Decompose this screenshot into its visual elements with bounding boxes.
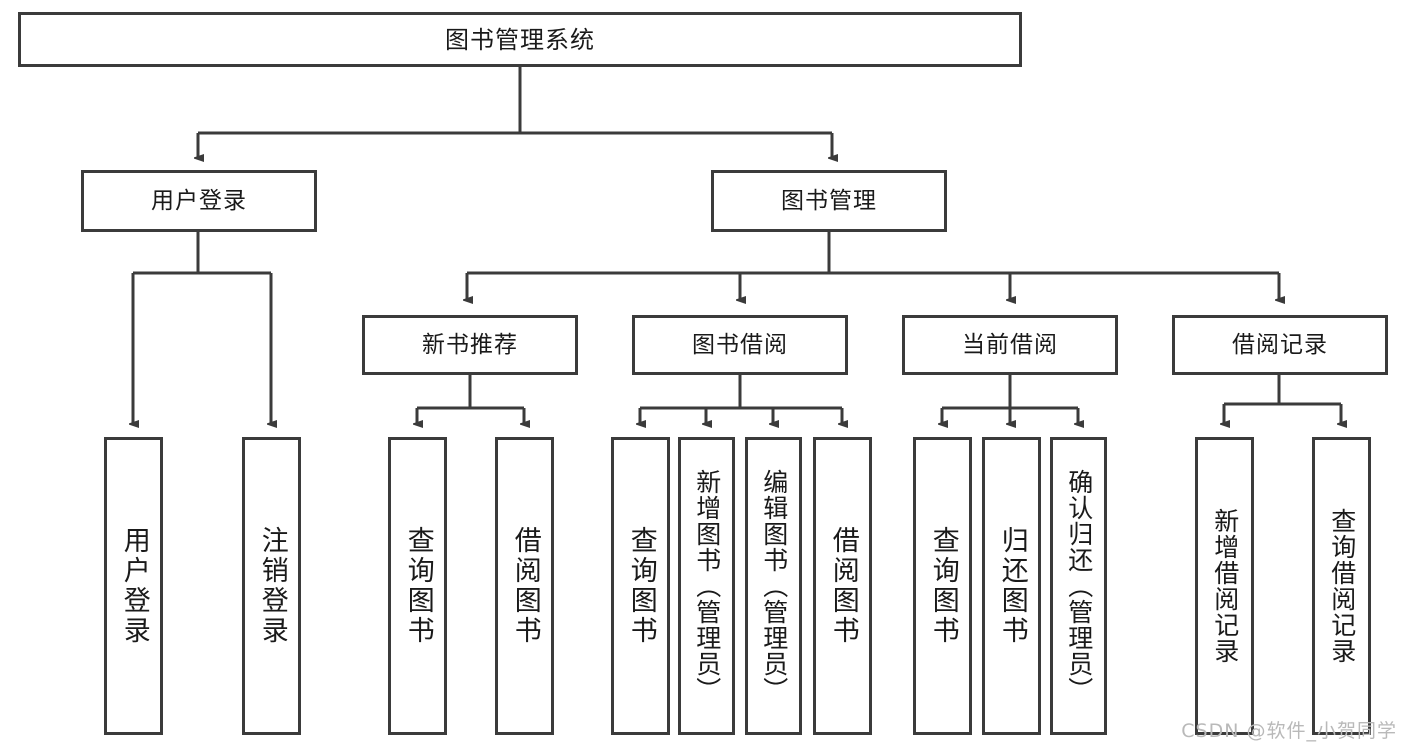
node-label: 归还图书 (996, 526, 1028, 646)
node-root-book-management-system[interactable]: 图书管理系统 (18, 12, 1022, 67)
node-label: 查询图书 (402, 526, 434, 646)
node-label: 借阅记录 (1232, 331, 1328, 358)
leaf-record-query-borrow-record[interactable]: 查询借阅记录 (1312, 437, 1371, 735)
leaf-user-login[interactable]: 用户登录 (104, 437, 163, 735)
node-label: 用户登录 (151, 187, 247, 214)
leaf-recommend-borrow-book[interactable]: 借阅图书 (495, 437, 554, 735)
node-user-login[interactable]: 用户登录 (81, 170, 317, 232)
node-label: 查询借阅记录 (1327, 508, 1357, 664)
node-label: 当前借阅 (962, 331, 1058, 358)
leaf-borrow-add-book-admin[interactable]: 新增图书（管理员） (678, 437, 735, 735)
node-label: 图书管理系统 (445, 25, 595, 54)
leaf-borrow-edit-book-admin[interactable]: 编辑图书（管理员） (745, 437, 802, 735)
node-label: 注销登录 (256, 526, 288, 646)
node-label: 查询图书 (625, 526, 657, 646)
node-current-borrow[interactable]: 当前借阅 (902, 315, 1118, 375)
node-label: 用户登录 (118, 526, 150, 646)
leaf-current-query-book[interactable]: 查询图书 (913, 437, 972, 735)
node-label: 查询图书 (927, 526, 959, 646)
watermark: CSDN @软件_小贺同学 (1181, 720, 1397, 742)
node-label: 借阅图书 (827, 526, 859, 646)
leaf-user-logout[interactable]: 注销登录 (242, 437, 301, 735)
node-book-borrow[interactable]: 图书借阅 (632, 315, 848, 375)
node-label: 借阅图书 (509, 526, 541, 646)
node-new-book-recommend[interactable]: 新书推荐 (362, 315, 578, 375)
node-label: 图书管理 (781, 187, 877, 214)
node-label: 确认归还（管理员） (1064, 469, 1094, 703)
node-label: 图书借阅 (692, 331, 788, 358)
node-borrow-record[interactable]: 借阅记录 (1172, 315, 1388, 375)
node-book-management[interactable]: 图书管理 (711, 170, 947, 232)
leaf-borrow-borrow-book[interactable]: 借阅图书 (813, 437, 872, 735)
node-label: 新增借阅记录 (1210, 508, 1240, 664)
leaf-borrow-query-book[interactable]: 查询图书 (611, 437, 670, 735)
leaf-record-add-borrow-record[interactable]: 新增借阅记录 (1195, 437, 1254, 735)
node-label: 新书推荐 (422, 331, 518, 358)
leaf-current-return-book[interactable]: 归还图书 (982, 437, 1041, 735)
leaf-current-confirm-return-admin[interactable]: 确认归还（管理员） (1050, 437, 1107, 735)
node-label: 编辑图书（管理员） (759, 469, 789, 703)
leaf-recommend-query-book[interactable]: 查询图书 (388, 437, 447, 735)
node-label: 新增图书（管理员） (692, 469, 722, 703)
